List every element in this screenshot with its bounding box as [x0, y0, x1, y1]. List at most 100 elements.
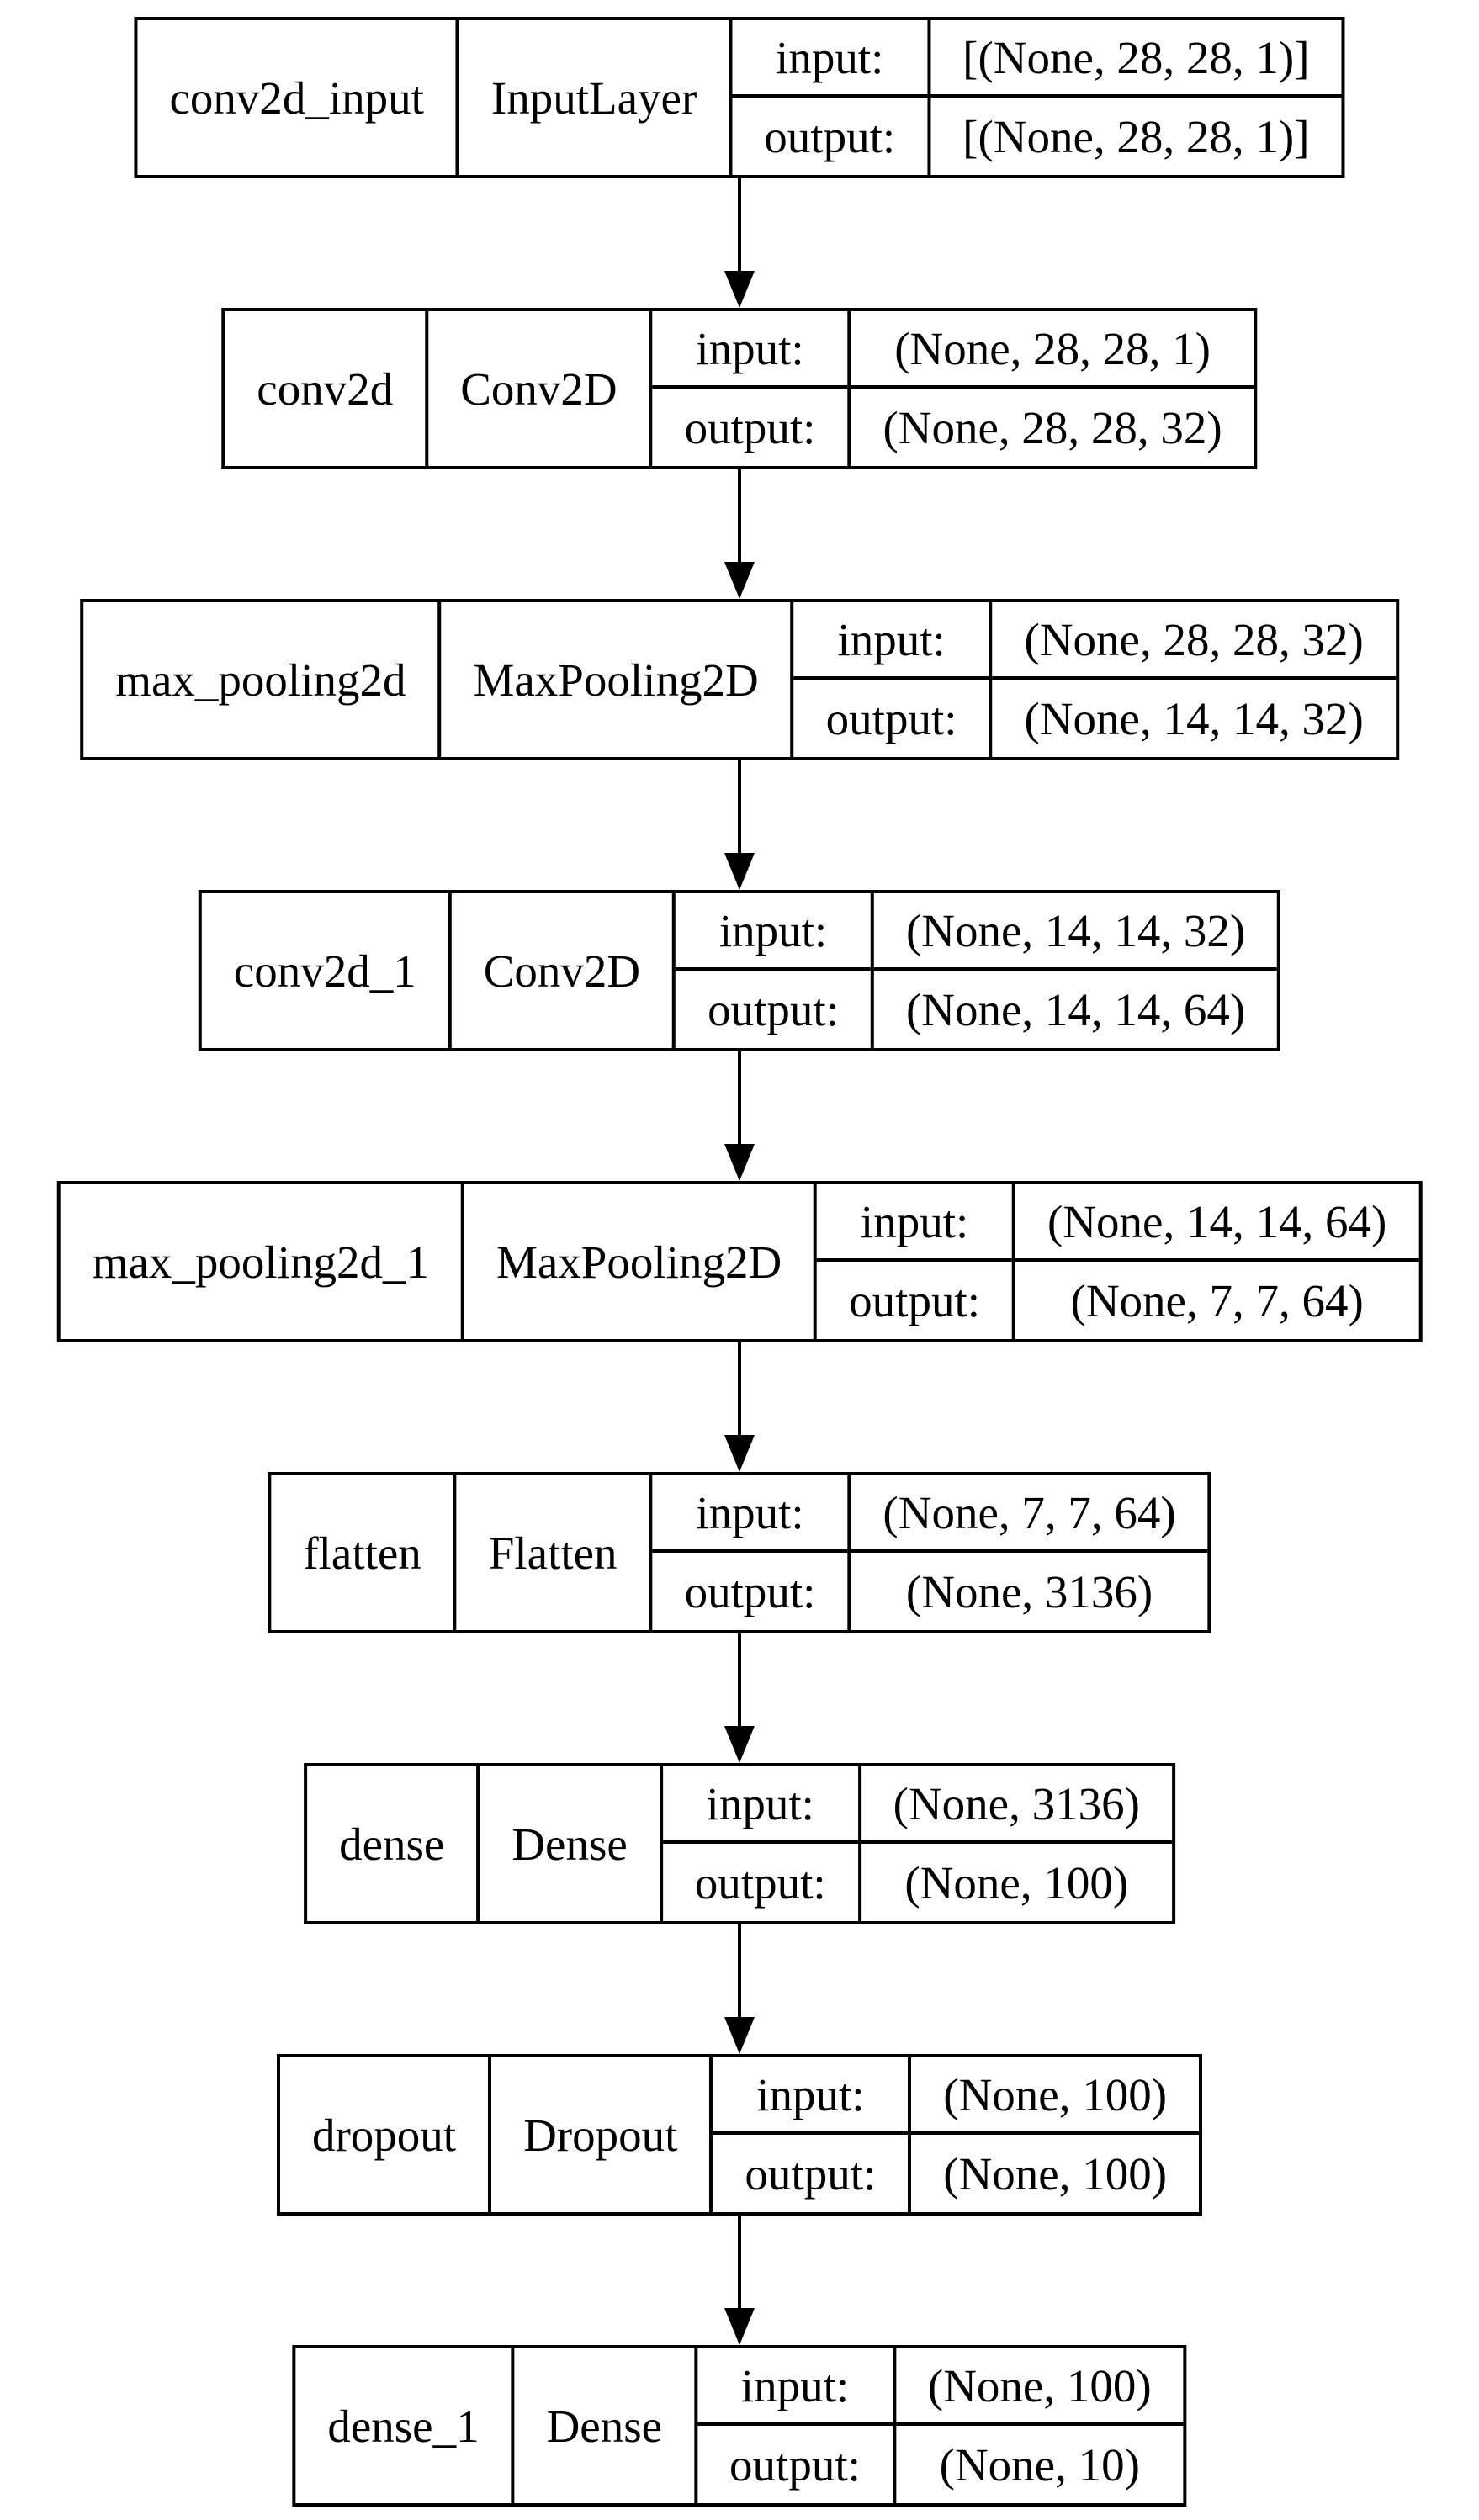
input-label: input: [662, 1766, 858, 1844]
edge-arrow [724, 2216, 755, 2345]
output-label: output: [684, 401, 816, 453]
output-shape: (None, 7, 7, 64) [1070, 1274, 1364, 1326]
io-label-column: input: output: [709, 2057, 909, 2212]
input-shape: (None, 7, 7, 64) [851, 1475, 1208, 1553]
edge-arrow [724, 178, 755, 308]
io-label-column: input: output: [694, 2348, 893, 2503]
shape-column: (None, 100) (None, 10) [892, 2348, 1184, 2503]
layer-class: InputLayer [455, 20, 729, 175]
arrow-down-icon [724, 853, 755, 890]
output-shape: [(None, 28, 28, 1)] [962, 110, 1310, 162]
shape-column: (None, 28, 28, 32) (None, 14, 14, 32) [989, 602, 1396, 757]
io-label-column: input: output: [649, 311, 848, 466]
layer-class: Dense [476, 1766, 659, 1921]
output-shape: (None, 100) [904, 1856, 1129, 1909]
layer-name: dense [339, 1818, 445, 1870]
output-shape: (None, 14, 14, 32) [1024, 692, 1364, 744]
output-label: output: [708, 983, 839, 1035]
shape-column: (None, 28, 28, 1) (None, 28, 28, 32) [847, 311, 1254, 466]
io-label-column: input: output: [790, 602, 989, 757]
input-shape: (None, 14, 14, 64) [1015, 1184, 1419, 1262]
edge-arrow [724, 469, 755, 599]
input-shape: (None, 28, 28, 32) [992, 602, 1396, 680]
edge-arrow [724, 1924, 755, 2054]
input-label: input: [676, 893, 871, 971]
output-label: output: [684, 1565, 816, 1617]
shape-column: [(None, 28, 28, 1)] [(None, 28, 28, 1)] [927, 20, 1342, 175]
layer-class: Flatten [453, 1475, 649, 1630]
layer-name: flatten [303, 1527, 421, 1579]
output-shape: (None, 28, 28, 32) [883, 401, 1222, 453]
layer-node: conv2d_1 Conv2D input: output: (None, 14… [198, 890, 1281, 1051]
edge-arrow [724, 1051, 755, 1181]
arrow-line [738, 2216, 741, 2310]
edge-arrow [724, 760, 755, 890]
io-label-column: input: output: [729, 20, 928, 175]
arrow-line [738, 178, 741, 273]
io-label-column: input: output: [649, 1475, 848, 1630]
shape-column: (None, 100) (None, 100) [908, 2057, 1200, 2212]
input-label: input: [732, 20, 928, 98]
layer-node: dropout Dropout input: output: (None, 10… [276, 2054, 1203, 2216]
arrow-down-icon [724, 1435, 755, 1472]
layer-class: Conv2D [448, 893, 672, 1048]
layer-node: conv2d_input InputLayer input: output: [… [134, 17, 1345, 178]
layer-name: max_pooling2d_1 [92, 1236, 429, 1288]
output-label: output: [825, 692, 957, 744]
layer-node: flatten Flatten input: output: (None, 7,… [268, 1472, 1211, 1633]
arrow-line [738, 1924, 741, 2019]
layer-class: Conv2D [425, 311, 649, 466]
shape-column: (None, 7, 7, 64) (None, 3136) [847, 1475, 1208, 1630]
layer-class: Dropout [488, 2057, 709, 2212]
layer-name: dense_1 [327, 2400, 480, 2452]
edge-arrow [724, 1342, 755, 1472]
shape-column: (None, 14, 14, 64) (None, 7, 7, 64) [1012, 1184, 1419, 1339]
layer-node: max_pooling2d_1 MaxPooling2D input: outp… [56, 1181, 1423, 1342]
layer-class: MaxPooling2D [437, 602, 790, 757]
output-label: output: [849, 1274, 981, 1326]
arrow-down-icon [724, 1144, 755, 1181]
layer-node: dense_1 Dense input: output: (None, 100)… [292, 2345, 1187, 2507]
arrow-down-icon [724, 271, 755, 308]
layer-class: Dense [511, 2348, 694, 2503]
arrow-down-icon [724, 2308, 755, 2345]
input-shape: [(None, 28, 28, 1)] [930, 20, 1342, 98]
output-label: output: [729, 2438, 861, 2491]
io-label-column: input: output: [659, 1766, 858, 1921]
input-shape: (None, 3136) [861, 1766, 1172, 1844]
layer-name: conv2d [257, 363, 394, 415]
edge-arrow [724, 1633, 755, 1763]
output-shape: (None, 10) [939, 2438, 1140, 2491]
shape-column: (None, 14, 14, 32) (None, 14, 14, 64) [870, 893, 1278, 1048]
input-label: input: [817, 1184, 1013, 1262]
arrow-down-icon [724, 562, 755, 599]
output-shape: (None, 100) [943, 2147, 1168, 2200]
layer-name: max_pooling2d [115, 654, 406, 706]
input-shape: (None, 100) [911, 2057, 1200, 2135]
layer-node: max_pooling2d MaxPooling2D input: output… [80, 599, 1399, 760]
arrow-down-icon [724, 2017, 755, 2054]
input-shape: (None, 28, 28, 1) [851, 311, 1254, 389]
layer-name: conv2d_1 [233, 945, 416, 997]
shape-column: (None, 3136) (None, 100) [857, 1766, 1172, 1921]
input-shape: (None, 14, 14, 32) [873, 893, 1278, 971]
output-label: output: [764, 110, 896, 162]
input-label: input: [713, 2057, 909, 2135]
arrow-line [738, 760, 741, 855]
layer-node: conv2d Conv2D input: output: (None, 28, … [221, 308, 1258, 469]
input-label: input: [697, 2348, 893, 2426]
arrow-line [738, 469, 741, 564]
arrow-line [738, 1051, 741, 1146]
output-shape: (None, 3136) [905, 1565, 1153, 1617]
output-shape: (None, 14, 14, 64) [905, 983, 1246, 1035]
layer-node: dense Dense input: output: (None, 3136) … [304, 1763, 1175, 1924]
input-label: input: [793, 602, 989, 680]
input-label: input: [652, 311, 848, 389]
io-label-column: input: output: [814, 1184, 1013, 1339]
output-label: output: [694, 1856, 826, 1909]
io-label-column: input: output: [672, 893, 871, 1048]
layer-class: MaxPooling2D [460, 1184, 814, 1339]
layer-name: dropout [311, 2109, 457, 2161]
input-shape: (None, 100) [895, 2348, 1184, 2426]
